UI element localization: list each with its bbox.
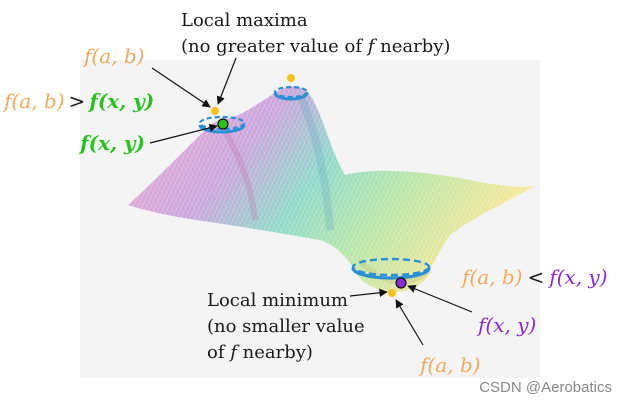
fab-gt-fxy: f(a, b)>f(x, y) bbox=[2, 89, 154, 113]
min-label-line3: of f nearby) bbox=[207, 342, 313, 363]
fxy-green-label: f(x, y) bbox=[78, 131, 145, 155]
green-point bbox=[218, 119, 228, 129]
max-label-desc: (no greater value of f nearby) bbox=[181, 36, 450, 57]
max-label-title: Local maxima bbox=[181, 10, 308, 31]
max-point-right bbox=[287, 74, 295, 82]
min-label-title: Local minimum bbox=[207, 290, 348, 311]
fab-top-label: f(a, b) bbox=[82, 44, 144, 68]
min-label-line2: (no smaller value bbox=[207, 316, 365, 337]
purple-point bbox=[396, 278, 406, 288]
fab-lt-fxy: f(a, b)<f(x, y) bbox=[460, 265, 608, 289]
watermark: CSDN @Aerobatics bbox=[479, 379, 612, 396]
min-point bbox=[388, 289, 396, 297]
fxy-purple-label: f(x, y) bbox=[476, 313, 536, 337]
fab-bottom-label: f(a, b) bbox=[418, 353, 480, 377]
max-point-left bbox=[211, 107, 219, 115]
